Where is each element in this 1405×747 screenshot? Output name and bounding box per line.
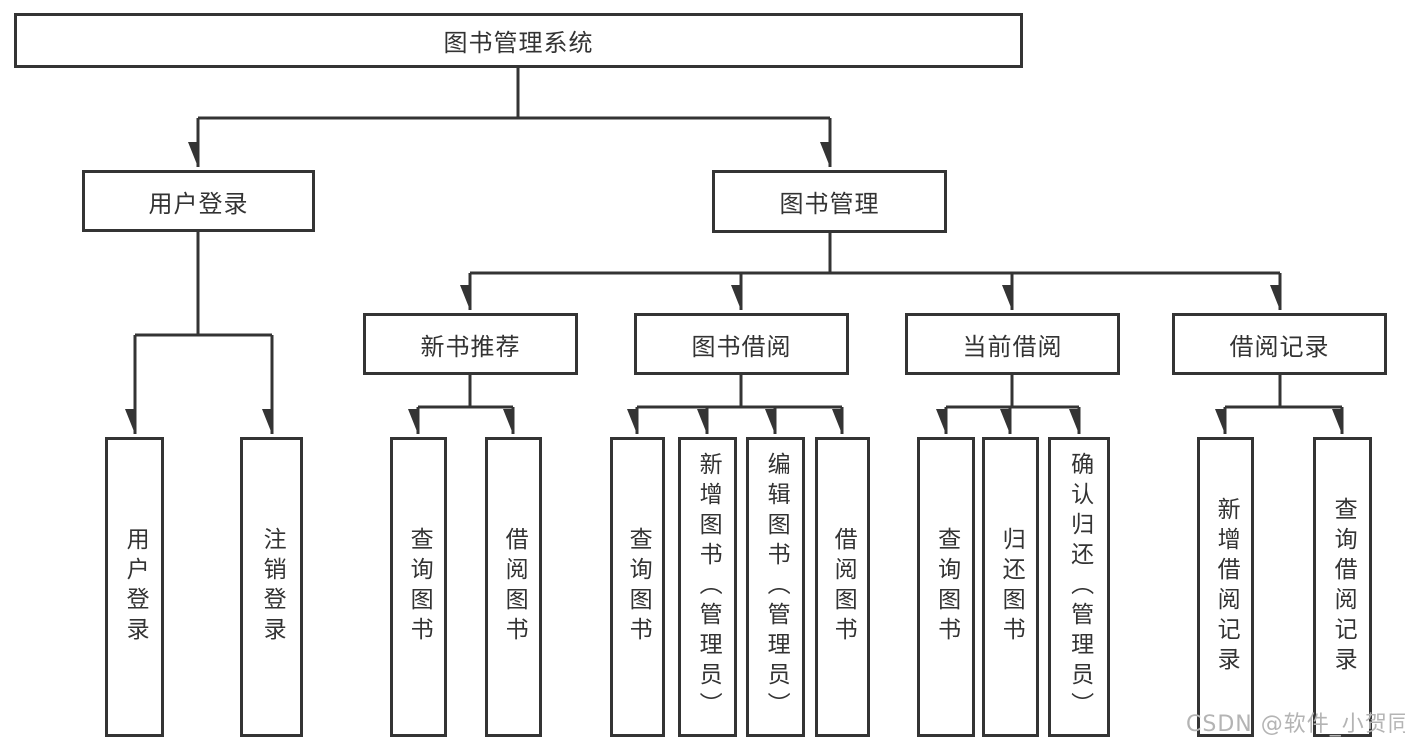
leaf-bb-borrow-book: 借阅图书 xyxy=(815,437,870,737)
node-book-borrow: 图书借阅 xyxy=(634,313,849,375)
leaf-cb-return-book: 归还图书 xyxy=(982,437,1039,737)
edge-book-borrow-children xyxy=(637,375,844,434)
leaf-bb-query-book-label: 查询图书 xyxy=(625,527,652,647)
leaf-bb-query-book: 查询图书 xyxy=(610,437,665,737)
node-borrow-record-label: 借阅记录 xyxy=(1229,332,1330,361)
edge-root-to-level2 xyxy=(198,68,832,167)
csdn-watermark: CSDN @软件_小贺同学 xyxy=(1186,712,1405,737)
leaf-user-login: 用户登录 xyxy=(105,437,164,737)
leaf-rec-borrow-book-label: 借阅图书 xyxy=(501,527,528,647)
node-current-borrow: 当前借阅 xyxy=(905,313,1120,375)
leaf-rec-borrow-book: 借阅图书 xyxy=(485,437,542,737)
leaf-rec-query-book-label: 查询图书 xyxy=(406,527,433,647)
leaf-bb-add-book: 新增图书（管理员） xyxy=(678,437,737,737)
leaf-br-add-record: 新增借阅记录 xyxy=(1197,437,1254,737)
node-user-login: 用户登录 xyxy=(82,170,315,232)
leaf-br-query-record: 查询借阅记录 xyxy=(1313,437,1372,737)
leaf-bb-add-book-label: 新增图书（管理员） xyxy=(695,452,722,722)
leaf-br-query-record-label: 查询借阅记录 xyxy=(1330,497,1357,677)
node-new-book-rec: 新书推荐 xyxy=(363,313,578,375)
node-new-book-rec-label: 新书推荐 xyxy=(420,332,521,361)
node-borrow-record: 借阅记录 xyxy=(1172,313,1387,375)
edge-new-book-rec-children xyxy=(418,375,515,434)
edge-borrow-record-children xyxy=(1225,375,1344,434)
leaf-cb-query-book-label: 查询图书 xyxy=(933,527,960,647)
node-root-label: 图书管理系统 xyxy=(443,29,594,57)
edge-current-borrow-children xyxy=(946,375,1081,434)
leaf-rec-query-book: 查询图书 xyxy=(390,437,447,737)
leaf-bb-edit-book-label: 编辑图书（管理员） xyxy=(763,452,790,722)
node-user-login-label: 用户登录 xyxy=(148,189,249,218)
leaf-cb-query-book: 查询图书 xyxy=(917,437,975,737)
leaf-bb-edit-book: 编辑图书（管理员） xyxy=(746,437,805,737)
leaf-cb-return-book-label: 归还图书 xyxy=(998,527,1025,647)
node-book-mgmt: 图书管理 xyxy=(712,170,947,233)
node-current-borrow-label: 当前借阅 xyxy=(962,332,1063,361)
node-root: 图书管理系统 xyxy=(14,13,1023,68)
leaf-user-login-label: 用户登录 xyxy=(122,527,149,647)
leaf-cb-confirm-return: 确认归还（管理员） xyxy=(1048,437,1110,737)
leaf-br-add-record-label: 新增借阅记录 xyxy=(1213,497,1240,677)
node-book-mgmt-label: 图书管理 xyxy=(779,190,880,218)
edge-book-mgmt-children xyxy=(470,233,1282,310)
leaf-logout-label: 注销登录 xyxy=(259,527,286,647)
node-book-borrow-label: 图书借阅 xyxy=(691,332,792,361)
leaf-bb-borrow-book-label: 借阅图书 xyxy=(830,527,857,647)
leaf-logout: 注销登录 xyxy=(240,437,303,737)
edge-user-login-children xyxy=(135,232,274,434)
leaf-cb-confirm-return-label: 确认归还（管理员） xyxy=(1066,452,1093,722)
